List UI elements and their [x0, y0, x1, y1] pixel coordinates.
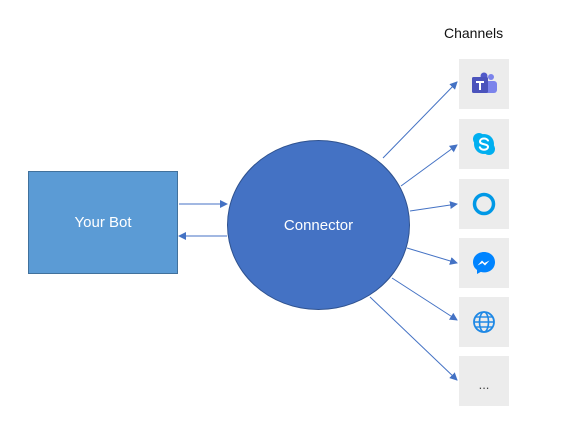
microsoft-teams-icon: [472, 72, 497, 93]
messenger-icon: [473, 252, 495, 274]
more-icon: ...: [478, 376, 490, 392]
channel-teams: [459, 59, 509, 109]
connector-to-messenger-arrow: [406, 247, 458, 265]
channel-messenger: [459, 238, 509, 288]
your-bot-box: Your Bot: [28, 171, 178, 274]
connector-circle: Connector: [227, 140, 410, 310]
connector-to-web-arrow: [391, 277, 458, 321]
web-globe-icon: [473, 311, 495, 333]
channel-cortana: [459, 179, 509, 229]
connector-to-cortana-arrow: [409, 201, 458, 212]
channels-heading: Channels: [444, 25, 504, 41]
connector-label: Connector: [283, 216, 354, 234]
your-bot-label: Your Bot: [74, 214, 132, 231]
connector-to-teams-arrow: [382, 81, 458, 159]
skype-icon: [473, 133, 495, 155]
channel-more: ...: [459, 356, 509, 406]
connector-to-more-arrow: [369, 296, 458, 381]
connector-to-skype-arrow: [400, 144, 458, 187]
channel-web: [459, 297, 509, 347]
channel-skype: [459, 119, 509, 169]
cortana-icon: [472, 192, 496, 216]
